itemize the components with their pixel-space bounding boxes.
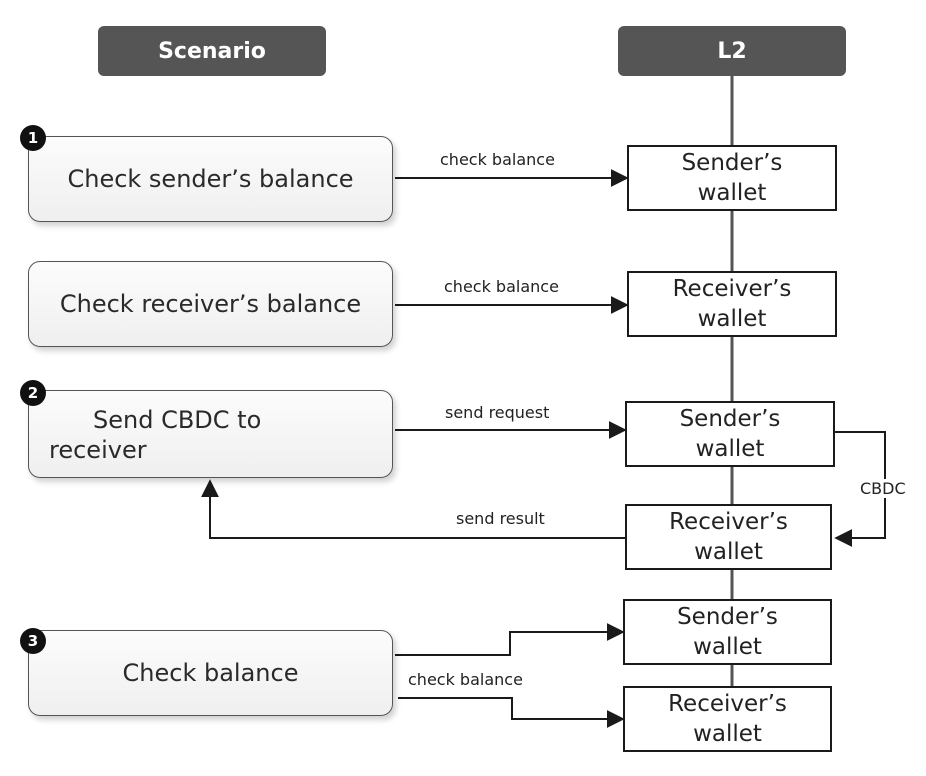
scenario-check-balance: Check balance [28,630,393,716]
arrow-check-receiver-3 [398,697,625,728]
edge-label-check-balance-1: check balance [440,150,555,169]
step-badge-2: 2 [20,380,46,406]
scenario-check-sender-balance: Check sender’s balance [28,136,393,222]
scenario-header-label: Scenario [158,38,266,64]
scenario-header: Scenario [98,26,326,76]
edge-label-check-balance-3: check balance [408,670,523,689]
scenario-label: Check balance [122,659,299,687]
l2-header: L2 [618,26,846,76]
l2-header-label: L2 [717,38,747,64]
scenario-label-line-1: Send CBDC to [93,406,262,434]
scenario-send-cbdc: Send CBDC to receiver [28,390,393,478]
scenario-check-receiver-balance: Check receiver’s balance [28,261,393,347]
edge-label-cbdc: CBDC [858,479,908,498]
scenario-label: Check receiver’s balance [59,290,362,318]
edge-label-send-request: send request [445,403,550,422]
step-badge-3: 3 [20,628,46,654]
scenario-label: Check sender’s balance [67,165,354,193]
step-badge-1: 1 [20,125,46,151]
arrow-check-sender-3 [395,623,625,656]
edge-label-send-result: send result [456,509,545,528]
edge-label-check-balance-2: check balance [444,277,559,296]
arrow-send-result [201,479,625,539]
scenario-label-line-2: receiver [49,436,147,464]
